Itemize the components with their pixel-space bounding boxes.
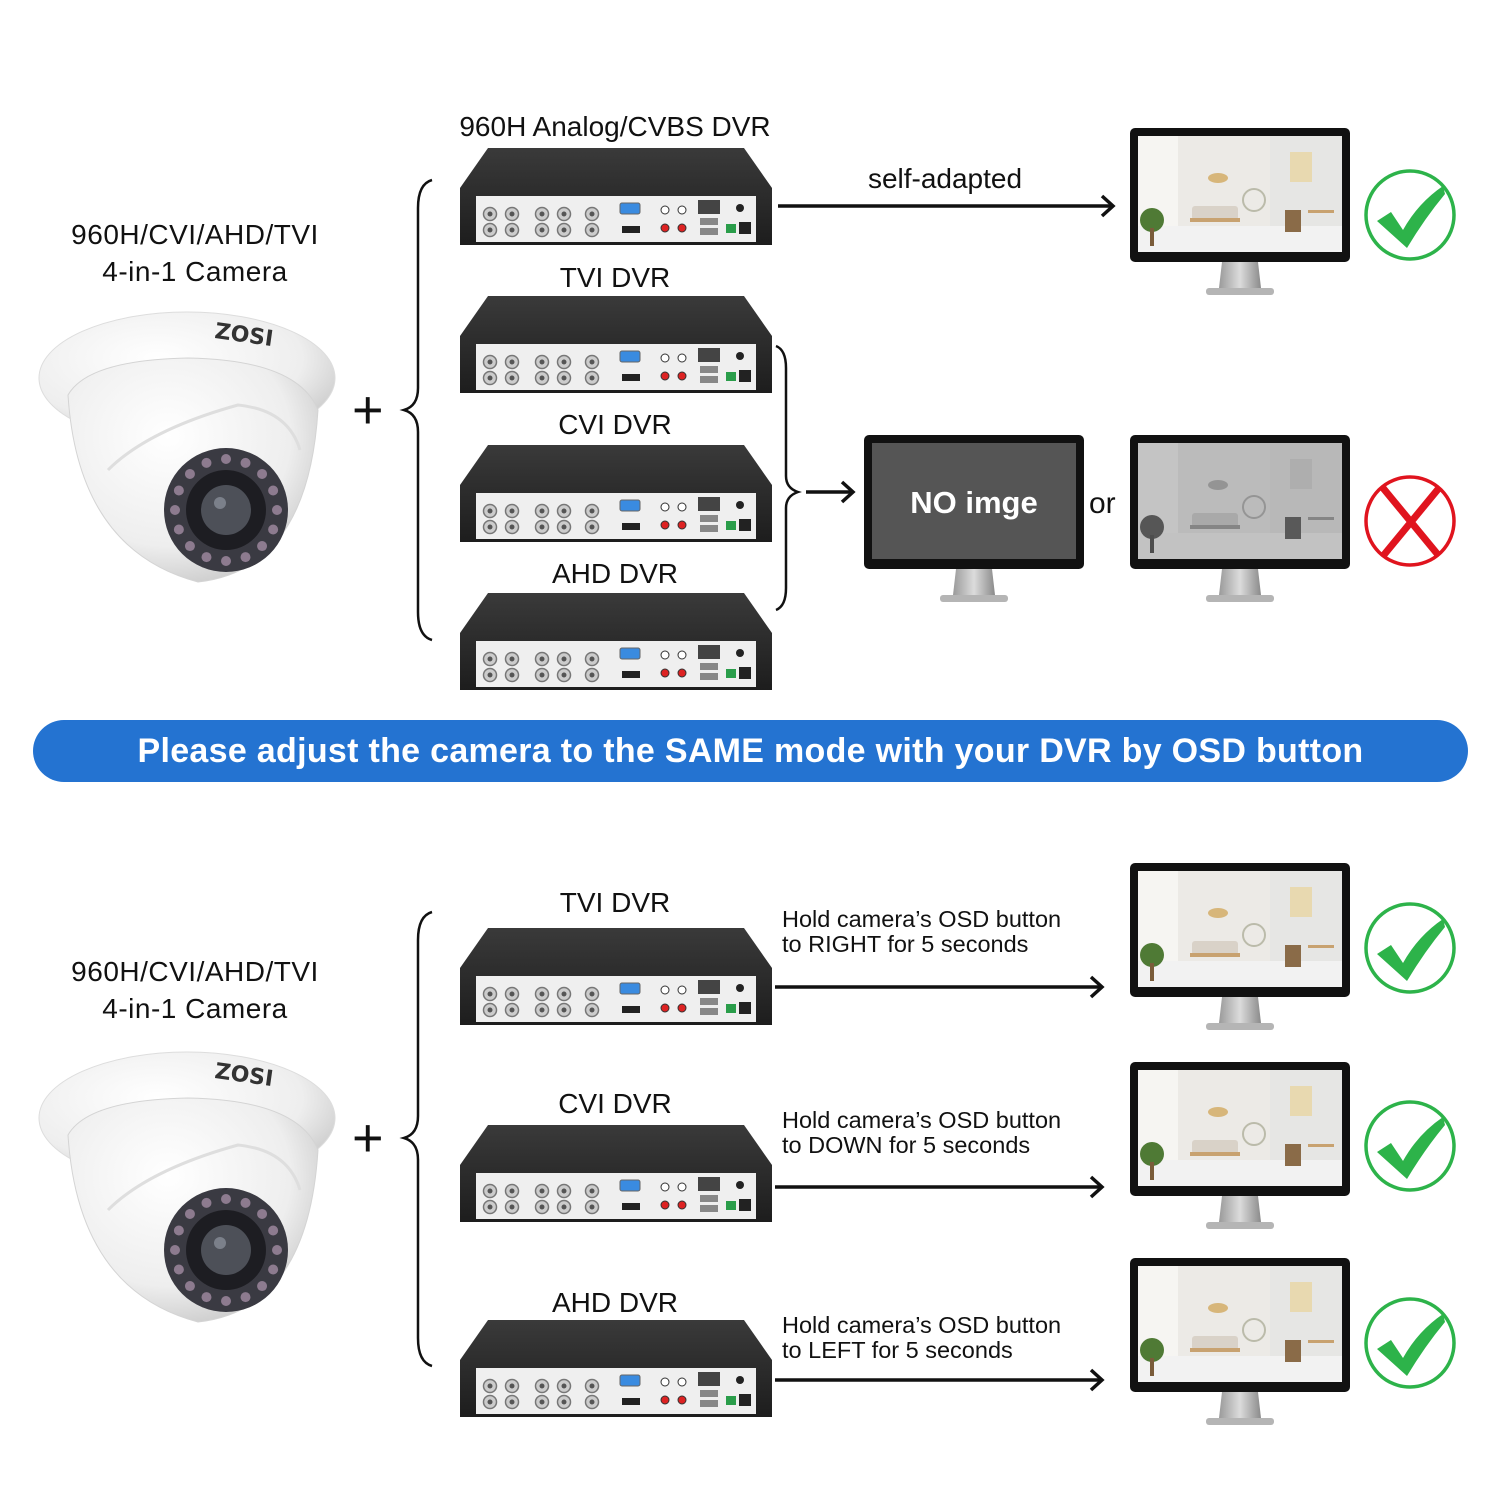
camera-label-top: 960H/CVI/AHD/TVI 4-in-1 Camera — [35, 216, 355, 290]
ir-led — [221, 454, 231, 464]
monitor-no-image: NO imge — [864, 435, 1084, 605]
arrow-right — [775, 1368, 1105, 1392]
instruction-line: to DOWN for 5 seconds — [782, 1132, 1031, 1158]
arrow-right — [775, 1175, 1105, 1199]
ir-led — [221, 1194, 231, 1204]
ir-led — [201, 1292, 212, 1303]
dvr-ahd-image — [460, 1320, 772, 1417]
instruction-line: Hold camera’s OSD button — [782, 1312, 1062, 1338]
arrow-right — [778, 194, 1116, 218]
monitor-clear-image — [1130, 1062, 1350, 1232]
ir-led — [184, 1281, 195, 1292]
plus-sign: + — [352, 380, 384, 440]
ir-led — [268, 524, 279, 535]
camera-label-line2: 4-in-1 Camera — [102, 256, 288, 287]
dvr-label-960h: 960H Analog/CVBS DVR — [459, 111, 771, 142]
monitor-clear-image — [1130, 863, 1350, 1033]
green-check-icon — [1363, 168, 1457, 262]
ir-led — [201, 457, 212, 468]
osd-instruction-down: Hold camera’s OSD button to DOWN for 5 s… — [782, 1108, 1061, 1158]
ir-led — [268, 485, 279, 496]
ir-led — [170, 505, 180, 515]
osd-instruction-left: Hold camera’s OSD button to LEFT for 5 s… — [782, 1313, 1061, 1363]
ir-led — [173, 1264, 184, 1275]
osd-instruction-right: Hold camera’s OSD button to RIGHT for 5 … — [782, 907, 1061, 957]
dvr-label-cvi: CVI DVR — [558, 1088, 672, 1119]
dvr-label-ahd: AHD DVR — [551, 1287, 678, 1318]
ir-led — [272, 1245, 282, 1255]
dvr-label-tvi: TVI DVR — [559, 262, 671, 293]
instruction-line: Hold camera’s OSD button — [782, 1107, 1062, 1133]
monitor-clear-image — [1130, 128, 1350, 298]
instruction-line: to LEFT for 5 seconds — [782, 1337, 1013, 1363]
ir-led — [221, 1296, 231, 1306]
ir-led — [184, 541, 195, 552]
dvr-960h-image — [460, 148, 772, 245]
ir-led — [240, 552, 251, 563]
camera-label-bottom: 960H/CVI/AHD/TVI 4-in-1 Camera — [35, 953, 355, 1027]
instruction-banner: Please adjust the camera to the SAME mod… — [33, 720, 1468, 782]
green-check-icon — [1363, 901, 1457, 995]
dvr-label-ahd: AHD DVR — [551, 558, 678, 589]
plus-sign: + — [352, 1108, 384, 1168]
dvr-label-cvi: CVI DVR — [558, 409, 672, 440]
ir-led — [173, 485, 184, 496]
instruction-line: Hold camera’s OSD button — [782, 906, 1062, 932]
ir-led — [184, 468, 195, 479]
right-brace — [775, 344, 802, 612]
ir-led — [272, 505, 282, 515]
self-adapted-label: self-adapted — [867, 163, 1023, 194]
ir-led — [268, 1225, 279, 1236]
dvr-cvi-image — [460, 1125, 772, 1222]
ir-led — [257, 1208, 268, 1219]
dvr-ahd-image — [460, 593, 772, 690]
ir-led — [173, 1225, 184, 1236]
ir-led — [201, 1197, 212, 1208]
ir-led — [240, 1197, 251, 1208]
arrow-right — [775, 975, 1105, 999]
ir-led — [173, 524, 184, 535]
arrow-right — [806, 480, 856, 504]
ir-led — [170, 1245, 180, 1255]
green-check-icon — [1363, 1296, 1457, 1390]
dome-camera-image: ZOSI — [38, 300, 336, 586]
dvr-label-tvi: TVI DVR — [559, 887, 671, 918]
green-check-icon — [1363, 1099, 1457, 1193]
dvr-tvi-image — [460, 928, 772, 1025]
camera-label-line1: 960H/CVI/AHD/TVI — [71, 956, 319, 987]
ir-led — [240, 1292, 251, 1303]
ir-led — [240, 457, 251, 468]
red-x-icon — [1363, 474, 1457, 568]
ir-led — [257, 1281, 268, 1292]
ir-led — [257, 541, 268, 552]
or-label: or — [1089, 487, 1116, 520]
camera-label-line2: 4-in-1 Camera — [102, 993, 288, 1024]
ir-led — [257, 468, 268, 479]
ir-led — [221, 556, 231, 566]
ir-led — [184, 1208, 195, 1219]
instruction-line: to RIGHT for 5 seconds — [782, 931, 1029, 957]
ir-led — [268, 1264, 279, 1275]
left-brace — [399, 910, 433, 1368]
left-brace — [399, 178, 433, 642]
dome-camera-image: ZOSI — [38, 1040, 336, 1326]
camera-label-line1: 960H/CVI/AHD/TVI — [71, 219, 319, 250]
monitor-grayscale-image — [1130, 435, 1350, 605]
monitor-clear-image — [1130, 1258, 1350, 1428]
dvr-cvi-image — [460, 445, 772, 542]
ir-led — [201, 552, 212, 563]
dvr-tvi-image — [460, 296, 772, 393]
no-image-text: NO imge — [910, 485, 1037, 520]
